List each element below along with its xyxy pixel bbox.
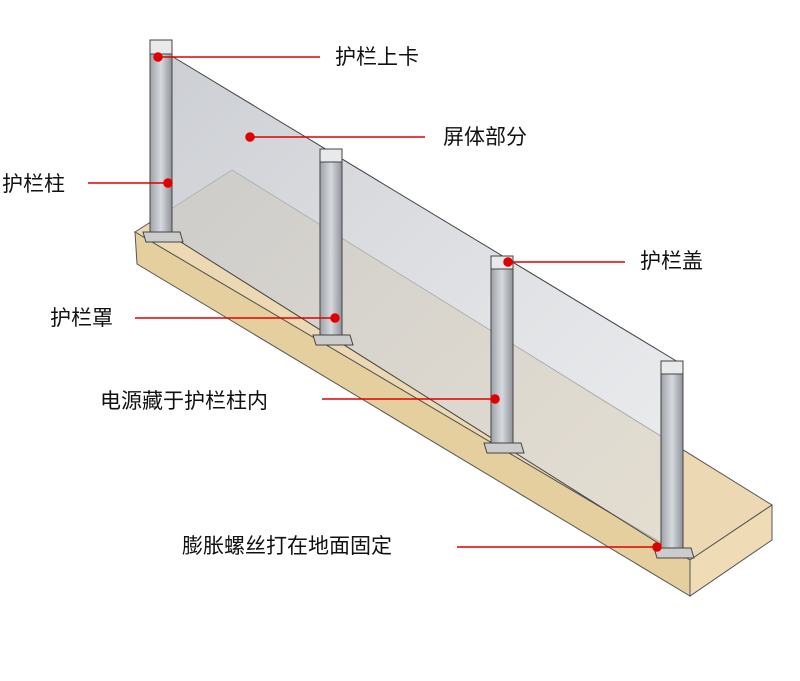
callout-lines <box>88 52 662 552</box>
label-power-inside: 电源藏于护栏柱内 <box>100 389 268 413</box>
label-cap: 护栏盖 <box>640 249 703 273</box>
label-post: 护栏柱 <box>2 172 65 196</box>
label-cover: 护栏罩 <box>50 306 113 330</box>
post-2 <box>312 148 354 346</box>
label-screen-body: 屏体部分 <box>443 125 527 149</box>
label-anchor-bolts: 膨胀螺丝打在地面固定 <box>182 534 392 558</box>
post-4 <box>653 360 695 559</box>
label-top-clip: 护栏上卡 <box>335 45 419 69</box>
